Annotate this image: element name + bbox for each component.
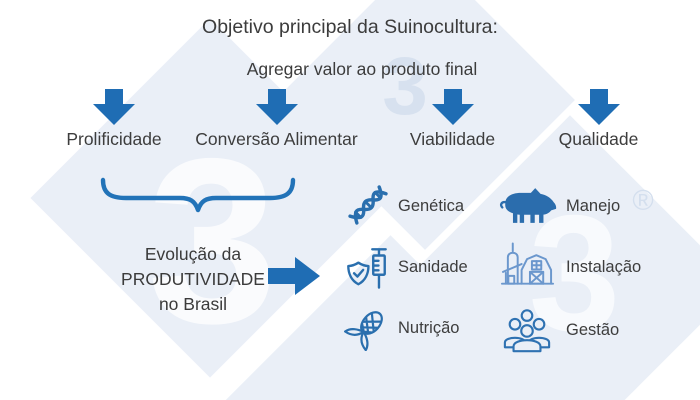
pillar-prolificidade: Prolificidade [44,89,184,150]
right-arrow-icon [268,257,320,295]
pig-icon [497,185,557,227]
pillar-label: Qualidade [558,129,639,149]
pillar-label: Conversão Alimentar [195,129,358,149]
pillar-conversao-alimentar: Conversão Alimentar [189,89,364,150]
curly-brace-icon [100,177,296,213]
down-arrow-icon [93,89,135,125]
factor-nutricao: Nutrição [344,305,459,351]
factor-genetica: Genética [344,183,464,229]
factor-label: Gestão [566,320,620,339]
watermark-digit-3: 3 [147,109,278,372]
down-arrow-icon [255,89,298,125]
evolution-text-block: Evolução da PRODUTIVIDADE no Brasil [93,242,293,317]
page-title: Objetivo principal da Suinocultura: [202,16,498,38]
evolution-line-1: Evolução da [144,244,242,264]
pillar-viabilidade: Viabilidade [385,89,520,150]
pillar-qualidade: Qualidade [530,89,667,150]
people-group-icon [497,306,557,354]
evolution-line-3: no Brasil [158,294,228,314]
down-arrow-icon [577,89,620,125]
pillar-label: Prolificidade [66,129,162,149]
pillar-label: Viabilidade [409,129,496,149]
evolution-line-2: PRODUTIVIDADE [121,269,265,289]
dna-icon [344,183,390,229]
watermark-digit-3: 3 [382,41,428,132]
factor-sanidade: Sanidade [344,241,468,293]
factor-label: Genética [398,196,465,215]
factor-label: Nutrição [398,318,460,337]
factor-label: Manejo [566,196,621,215]
factor-manejo: Manejo [497,186,620,226]
page-subtitle: Agregar valor ao produto final [246,59,478,79]
registered-trademark-icon: ® [632,184,654,217]
down-arrow-icon [431,89,474,125]
factor-label: Sanidade [398,257,468,276]
corn-icon [344,305,390,351]
shield-syringe-icon [344,242,390,292]
factor-label: Instalação [566,257,642,276]
factor-instalacao: Instalação [497,241,641,293]
factor-gestao: Gestão [497,306,619,354]
barn-icon [497,241,557,293]
